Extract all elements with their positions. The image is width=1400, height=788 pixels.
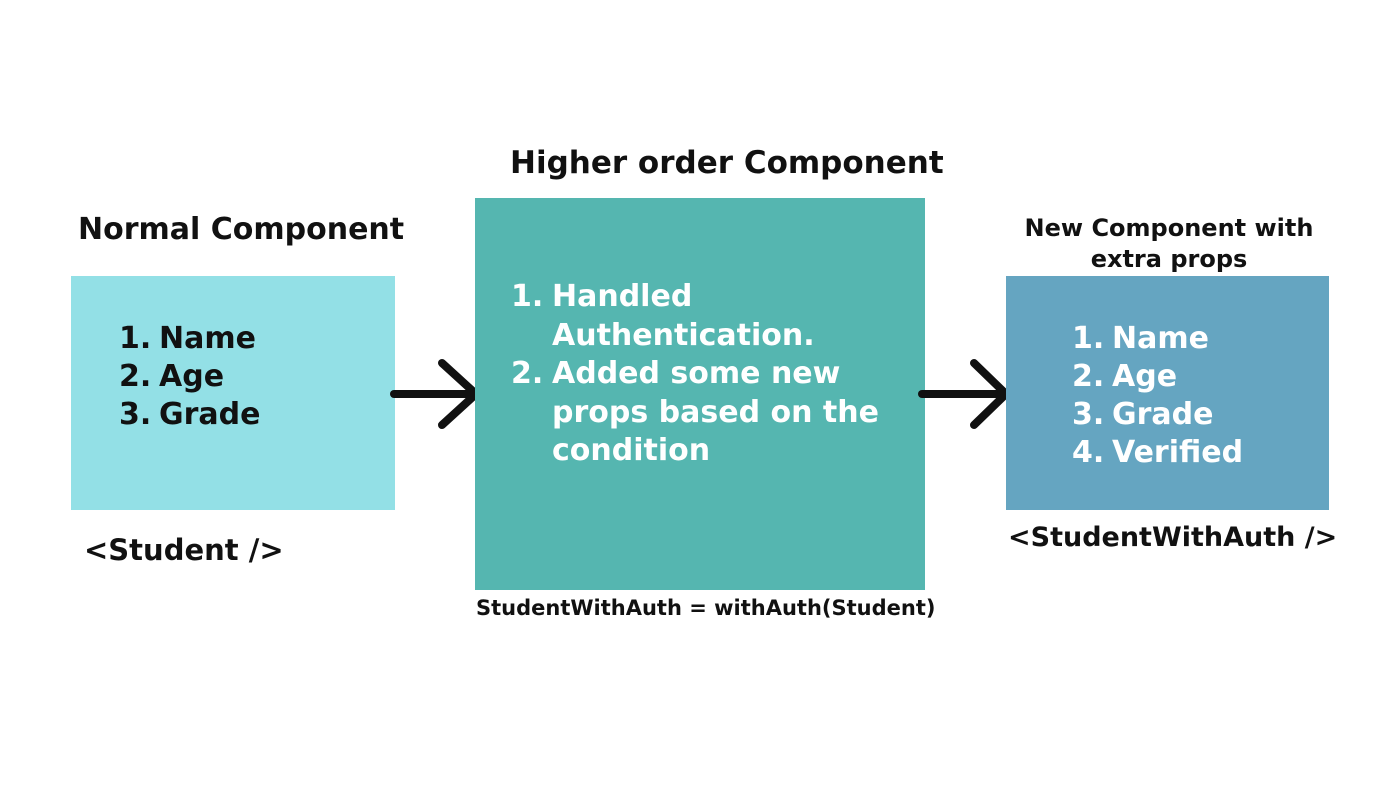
hoc-list: 1.Handled Authentication. 2.Added some n… bbox=[511, 278, 911, 471]
list-item: 1.Name bbox=[119, 320, 260, 358]
arrow-right-icon bbox=[390, 359, 480, 429]
list-item: 4.Verified bbox=[1072, 434, 1243, 472]
new-component-box: 1.Name 2.Age 3.Grade 4.Verified bbox=[1006, 276, 1329, 510]
list-item-number: 3. bbox=[1072, 397, 1105, 432]
list-item-number: 2. bbox=[1072, 359, 1105, 394]
list-item: 2.Age bbox=[119, 358, 260, 396]
normal-component-box: 1.Name 2.Age 3.Grade bbox=[71, 276, 395, 510]
hoc-title: Higher order Component bbox=[510, 145, 944, 181]
new-component-caption: <StudentWithAuth /> bbox=[1008, 522, 1338, 553]
list-item-text: Age bbox=[1112, 359, 1178, 394]
list-item-number: 1. bbox=[119, 321, 152, 356]
list-item-text: Name bbox=[1112, 321, 1209, 356]
list-item-text: Handled Authentication. bbox=[552, 279, 815, 353]
list-item-number: 2. bbox=[511, 356, 544, 391]
list-item: 2.Added some new props based on the cond… bbox=[511, 355, 911, 471]
list-item: 3.Grade bbox=[119, 396, 260, 434]
list-item-text: Added some new props based on the condit… bbox=[552, 356, 879, 468]
normal-component-title: Normal Component bbox=[78, 212, 405, 247]
arrow-right-icon bbox=[918, 359, 1010, 429]
normal-component-list: 1.Name 2.Age 3.Grade bbox=[119, 320, 260, 434]
normal-component-caption: <Student /> bbox=[84, 533, 284, 567]
new-component-list: 1.Name 2.Age 3.Grade 4.Verified bbox=[1072, 320, 1243, 472]
list-item-number: 1. bbox=[511, 279, 544, 314]
list-item-text: Name bbox=[159, 321, 256, 356]
list-item-text: Grade bbox=[1112, 397, 1214, 432]
list-item-text: Age bbox=[159, 359, 225, 394]
list-item-number: 1. bbox=[1072, 321, 1105, 356]
list-item-number: 4. bbox=[1072, 435, 1105, 470]
list-item: 1.Name bbox=[1072, 320, 1243, 358]
hoc-box: 1.Handled Authentication. 2.Added some n… bbox=[475, 198, 925, 590]
list-item: 2.Age bbox=[1072, 358, 1243, 396]
list-item-text: Grade bbox=[159, 397, 261, 432]
list-item-text: Verified bbox=[1112, 435, 1244, 470]
new-component-title: New Component with extra props bbox=[1024, 214, 1314, 273]
list-item-number: 2. bbox=[119, 359, 152, 394]
list-item-number: 3. bbox=[119, 397, 152, 432]
list-item: 1.Handled Authentication. bbox=[511, 278, 911, 355]
list-item: 3.Grade bbox=[1072, 396, 1243, 434]
hoc-caption: StudentWithAuth = withAuth(Student) bbox=[476, 596, 936, 620]
